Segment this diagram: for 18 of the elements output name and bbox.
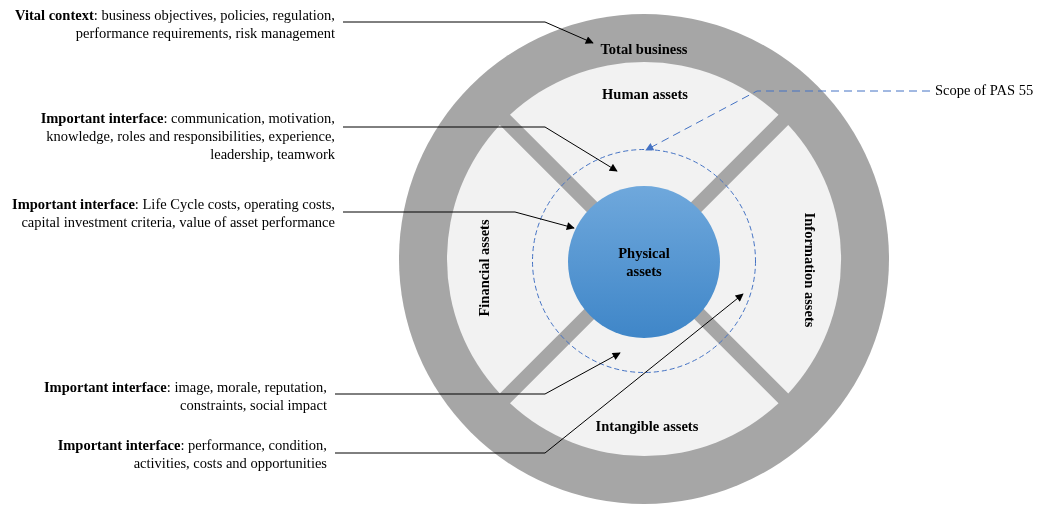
leader-arrow (342, 211, 575, 230)
diagram-label: Financial assets (475, 219, 493, 317)
leader-arrow (645, 90, 931, 151)
leader-arrow (334, 352, 621, 395)
diagram-label: Information assets (801, 212, 819, 328)
annotation-text: Scope of PAS 55 (935, 81, 1035, 99)
leader-arrow (342, 126, 618, 172)
annotation-text: Important interface: performance, condition, activities, costs and opportunities (56, 436, 327, 472)
leader-arrow (342, 21, 594, 44)
annotation-text: Important interface: Life Cycle costs, operating costs, capital investment criteria, value of asset performance (11, 195, 335, 231)
annotation-text: Important interface: image, morale, reputation, constraints, social impact (42, 378, 327, 414)
diagram-label: Physical assets (617, 244, 671, 280)
leader-arrow (334, 293, 744, 454)
diagram-label: Intangible assets (595, 417, 699, 435)
diagram-label: Total business (599, 40, 689, 58)
annotation-text: Vital context: business objectives, policies, regulation, performance requirements, risk management (14, 6, 335, 42)
annotation-text: Important interface: communication, motivation, knowledge, roles and responsibilities, experience, leadership, teamwork (39, 109, 335, 163)
diagram-label: Human assets (602, 85, 688, 103)
